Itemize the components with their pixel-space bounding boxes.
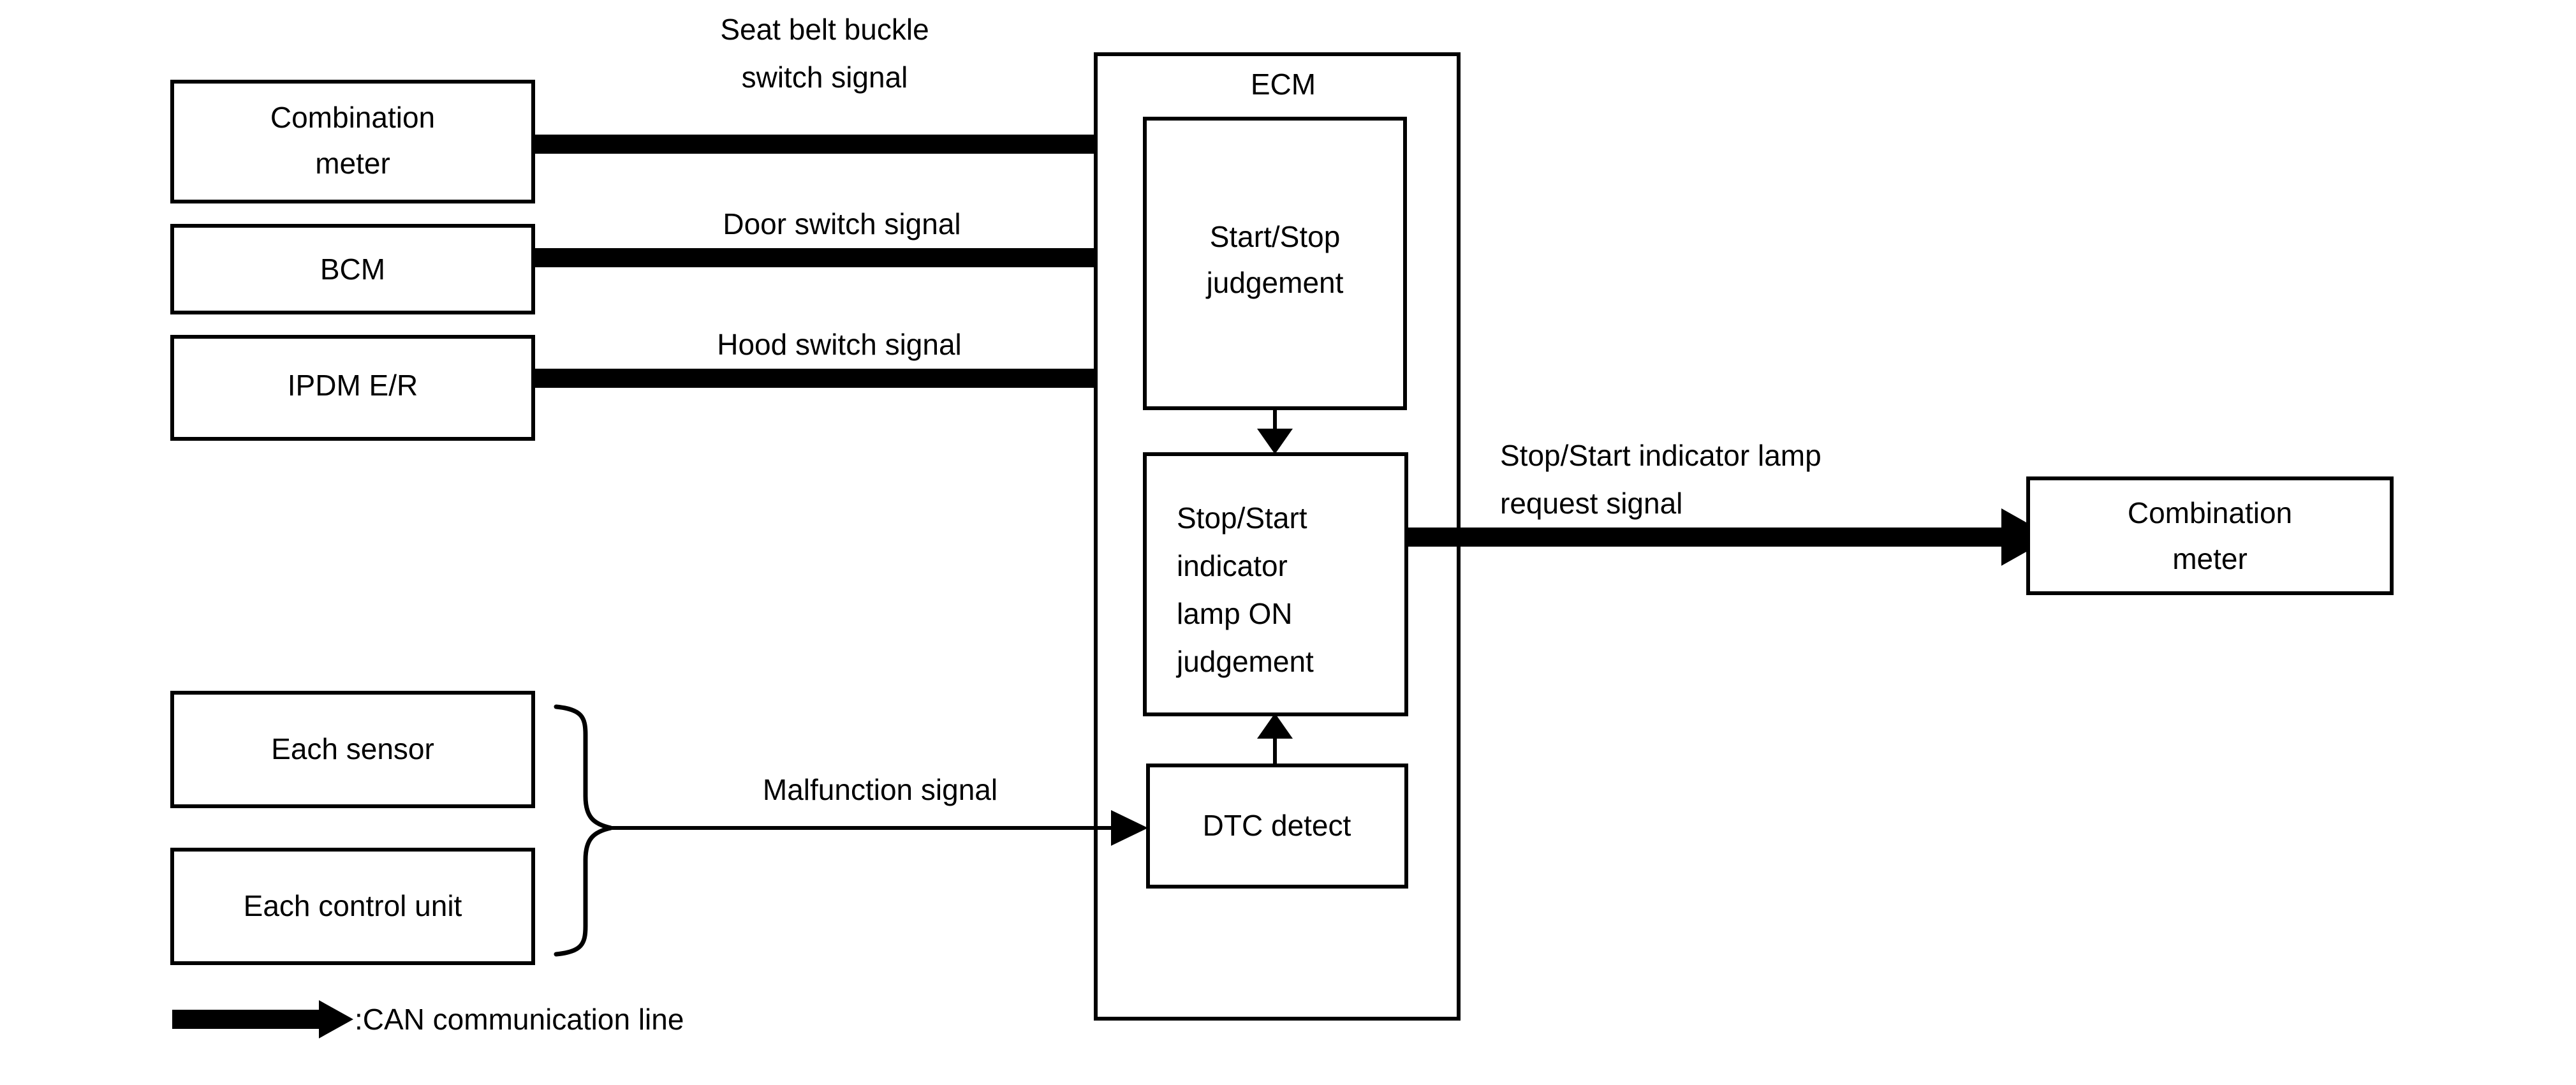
fault-source-box-each-control-unit[interactable]: Each control unit — [170, 848, 535, 965]
output-signal-label-line2: request signal — [1500, 487, 1682, 520]
signal-label-hood-switch-signal: Hood switch signal — [717, 328, 962, 361]
signal-label-stop-start-indicator-lamp-request-signal: Stop/Start indicator lamp request signal — [1500, 439, 1822, 520]
ecm-title: ECM — [1251, 68, 1316, 101]
legend: :CAN communication line — [172, 1000, 684, 1038]
ecm-block-lamp-on-judgement-line2: indicator — [1177, 549, 1288, 582]
destination-box-label-line1: Combination — [2128, 496, 2292, 529]
signal-label-hood-switch: Hood switch signal — [717, 328, 962, 361]
signal-label-door-switch-signal: Door switch signal — [723, 207, 960, 240]
source-box-combination-meter-label-line1: Combination — [270, 101, 435, 134]
signal-label-line1: Seat belt buckle — [720, 13, 929, 46]
source-box-bcm-label: BCM — [320, 253, 385, 286]
source-box-bcm[interactable]: BCM — [170, 224, 535, 314]
can-line-arrow-icon — [172, 1000, 353, 1038]
source-box-combination-meter[interactable]: Combination meter — [170, 80, 535, 203]
connector-start-stop-to-lamp-judgement — [1257, 408, 1293, 454]
can-arrow-seat-belt-buckle-switch-signal — [534, 115, 1172, 173]
ecm-block-dtc-detect[interactable]: DTC detect — [1146, 764, 1408, 889]
fault-source-box-each-control-unit-label: Each control unit — [244, 889, 462, 922]
signal-label-malfunction-signal: Malfunction signal — [763, 773, 997, 806]
ecm-block-dtc-detect-label: DTC detect — [1203, 809, 1351, 842]
arrow-malfunction-signal — [611, 810, 1148, 846]
source-box-combination-meter-label-line2: meter — [315, 147, 390, 180]
signal-label-door-switch: Door switch signal — [723, 207, 960, 240]
fault-sources-brace — [554, 704, 612, 957]
ecm-block-lamp-on-judgement[interactable]: Stop/Start indicator lamp ON judgement — [1143, 452, 1408, 716]
destination-box-label-line2: meter — [2172, 542, 2248, 575]
ecm-block-lamp-on-judgement-line3: lamp ON — [1177, 597, 1292, 630]
fault-source-box-each-sensor-label: Each sensor — [271, 732, 434, 765]
ecm-block-lamp-on-judgement-line4: judgement — [1175, 645, 1314, 678]
malfunction-signal-label: Malfunction signal — [763, 773, 997, 806]
signal-label-line2: switch signal — [742, 61, 908, 94]
source-box-ipdm-er[interactable]: IPDM E/R — [170, 335, 535, 441]
source-box-ipdm-er-label: IPDM E/R — [288, 369, 418, 402]
fault-source-box-each-sensor[interactable]: Each sensor — [170, 691, 535, 808]
signal-label-seat-belt-buckle-switch-signal: Seat belt buckle switch signal — [720, 13, 929, 94]
destination-box-combination-meter[interactable]: Combination meter — [2026, 476, 2394, 595]
ecm-block-lamp-on-judgement-line1: Stop/Start — [1177, 501, 1307, 535]
legend-label: :CAN communication line — [355, 1003, 684, 1036]
output-signal-label-line1: Stop/Start indicator lamp — [1500, 439, 1822, 472]
ecm-block-start-stop-judgement-line1: Start/Stop — [1210, 220, 1341, 253]
ecm-block-start-stop-judgement-line2: judgement — [1205, 266, 1344, 299]
connector-dtc-to-lamp-judgement — [1257, 713, 1293, 765]
ecm-block-start-stop-judgement[interactable]: Start/Stop judgement — [1143, 117, 1407, 410]
